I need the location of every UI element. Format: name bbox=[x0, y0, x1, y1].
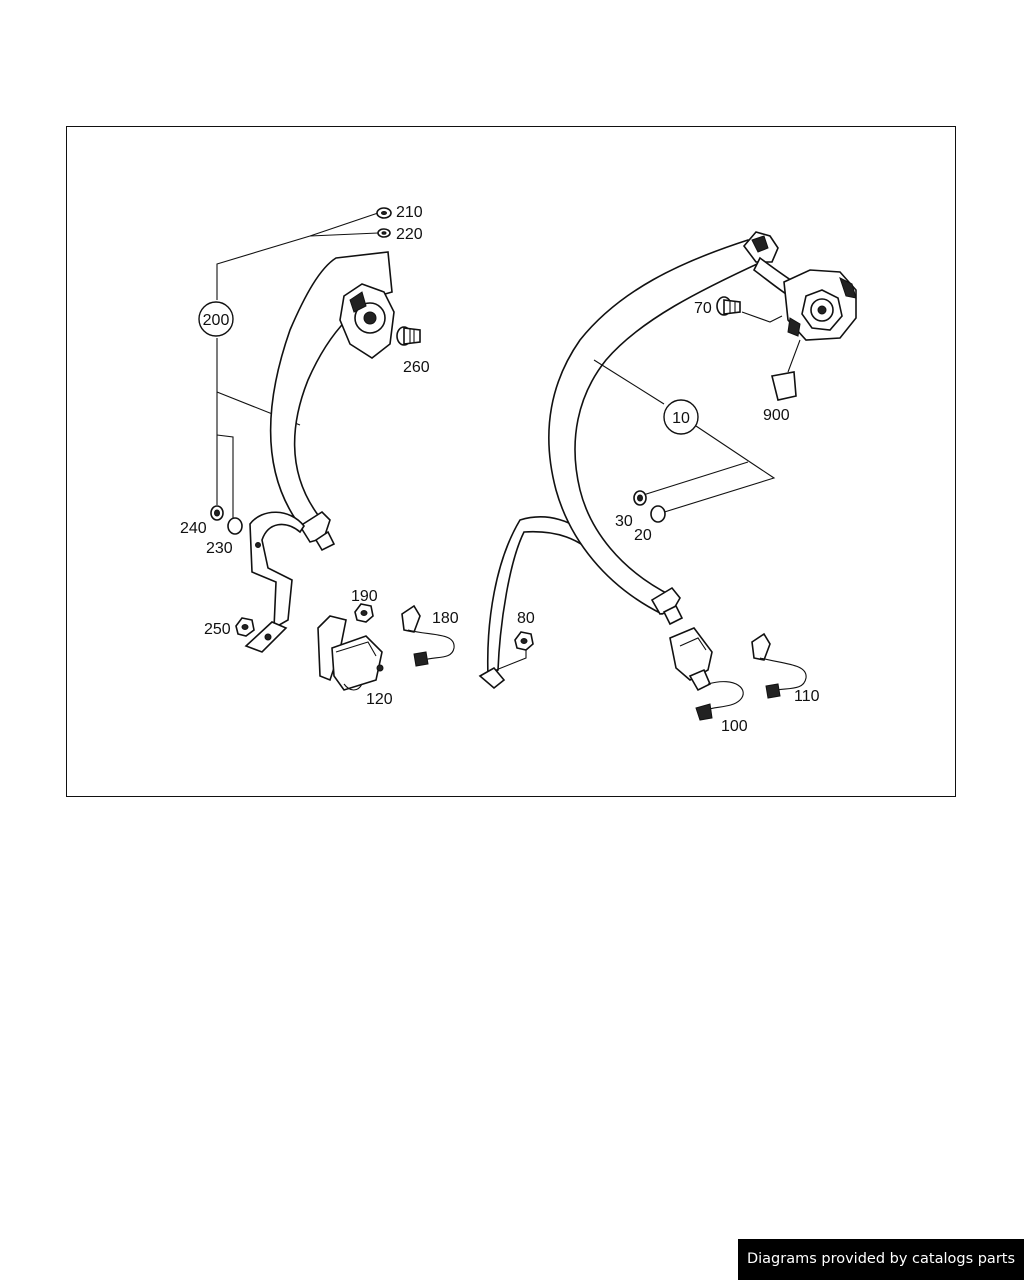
label-200: 200 bbox=[203, 312, 230, 329]
label-10: 10 bbox=[672, 410, 690, 427]
lower-anchor-strap bbox=[249, 511, 305, 630]
label-190: 190 bbox=[351, 588, 378, 605]
label-80: 80 bbox=[517, 610, 535, 627]
label-70: 70 bbox=[694, 300, 712, 317]
buckle-assembly-100 bbox=[669, 627, 807, 721]
leader-900 bbox=[787, 339, 801, 373]
label-210: 210 bbox=[396, 204, 423, 221]
bolt-260 bbox=[396, 326, 421, 346]
label-100: 100 bbox=[721, 718, 748, 735]
footer-credit: Diagrams provided by catalogs parts bbox=[738, 1239, 1024, 1280]
leader-10-belt bbox=[593, 359, 665, 405]
label-240: 240 bbox=[180, 520, 207, 537]
leader-70 bbox=[741, 311, 783, 323]
label-30: 30 bbox=[615, 513, 633, 530]
bolt-70 bbox=[716, 296, 741, 316]
left-belt-tongue bbox=[298, 510, 331, 543]
leader-80 bbox=[495, 650, 527, 671]
label-180: 180 bbox=[432, 610, 459, 627]
leader-230 bbox=[216, 434, 234, 518]
sensor-110 bbox=[751, 632, 771, 661]
connector-900 bbox=[771, 371, 797, 401]
label-120: 120 bbox=[366, 691, 393, 708]
right-belt-strap bbox=[548, 239, 772, 616]
leader-200-top bbox=[216, 212, 379, 300]
diagram-frame bbox=[66, 126, 956, 797]
label-110: 110 bbox=[794, 688, 820, 705]
leader-220 bbox=[309, 232, 379, 237]
label-900: 900 bbox=[763, 407, 790, 424]
washer-20 bbox=[650, 505, 666, 523]
right-retractor bbox=[783, 269, 857, 341]
callout-circle-10 bbox=[663, 399, 699, 435]
label-20: 20 bbox=[634, 527, 652, 544]
leader-10-washer-20 bbox=[657, 425, 776, 515]
left-retractor bbox=[339, 283, 395, 359]
washer-230 bbox=[227, 517, 243, 535]
callout-circle-200 bbox=[198, 301, 234, 337]
callout-10: 10 bbox=[663, 399, 699, 435]
leader-10-washer-30 bbox=[639, 461, 749, 497]
callout-200: 200 bbox=[198, 301, 234, 337]
label-250: 250 bbox=[204, 621, 231, 638]
sensor-180 bbox=[401, 604, 421, 633]
parts-diagram: 210 220 200 260 240 230 250 190 180 120 … bbox=[180, 204, 857, 735]
right-belt-assembly bbox=[548, 231, 857, 626]
label-220: 220 bbox=[396, 226, 423, 243]
buckle-assembly-120 bbox=[317, 603, 455, 691]
label-260: 260 bbox=[403, 359, 430, 376]
label-230: 230 bbox=[206, 540, 233, 557]
left-belt-assembly bbox=[210, 207, 421, 653]
